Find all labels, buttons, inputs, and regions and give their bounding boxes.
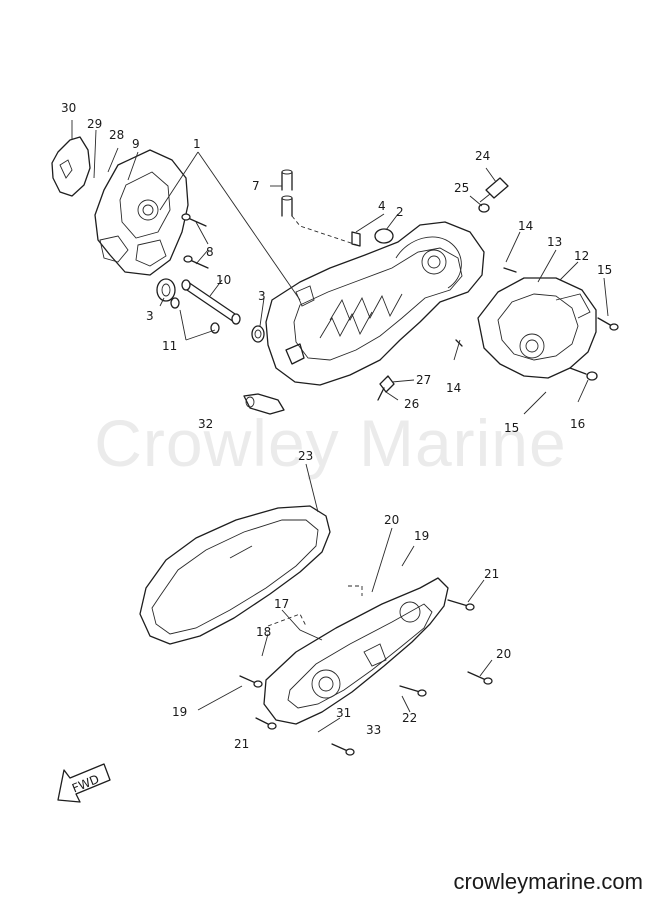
seal-3-center	[251, 325, 265, 343]
callout-16: 16	[570, 417, 585, 431]
callout-7: 7	[252, 179, 260, 193]
callout-32: 32	[198, 417, 213, 431]
callout-26: 26	[404, 397, 419, 411]
callout-14-top: 14	[518, 219, 533, 233]
callout-14-bottom: 14	[446, 381, 461, 395]
shaft-10	[181, 279, 241, 325]
bolt-26-27	[377, 375, 395, 401]
callout-22: 22	[402, 711, 417, 725]
callout-19-bottom: 19	[172, 705, 187, 719]
callout-8: 8	[206, 245, 214, 259]
callout-13: 13	[547, 235, 562, 249]
callout-9: 9	[132, 137, 140, 151]
gasket-23	[139, 505, 331, 645]
right-crankcase-cover	[477, 277, 597, 379]
callout-30: 30	[61, 101, 76, 115]
fwd-arrow-icon	[57, 763, 111, 803]
left-crankcase-half	[94, 149, 189, 276]
callout-29: 29	[87, 117, 102, 131]
callout-18: 18	[256, 625, 271, 639]
plug-4	[351, 231, 361, 247]
callout-33: 33	[366, 723, 381, 737]
left-cover-plate	[51, 136, 91, 197]
dowel-pins-7	[281, 169, 361, 247]
callout-11: 11	[162, 339, 177, 353]
cover-bolts	[239, 585, 493, 756]
callout-23: 23	[298, 449, 313, 463]
main-crankcase-1	[265, 221, 485, 386]
callout-21-bottom: 21	[234, 737, 249, 751]
callout-10: 10	[216, 273, 231, 287]
cap-2	[374, 228, 394, 244]
callout-3-left: 3	[146, 309, 154, 323]
watermark: Crowley Marine	[94, 406, 567, 480]
callout-25: 25	[454, 181, 469, 195]
cvt-cover	[263, 577, 449, 725]
callout-19-top: 19	[414, 529, 429, 543]
bracket-32	[243, 393, 285, 415]
drain-bolt-24	[479, 177, 509, 203]
callout-28: 28	[109, 128, 124, 142]
callout-20-bottom: 20	[496, 647, 511, 661]
callout-27: 27	[416, 373, 431, 387]
callout-1: 1	[193, 137, 201, 151]
callout-31: 31	[336, 706, 351, 720]
callout-2: 2	[396, 205, 404, 219]
seal-3-left	[156, 278, 176, 302]
callout-15-top: 15	[597, 263, 612, 277]
bolts-15-16	[455, 267, 619, 381]
callout-3-center: 3	[258, 289, 266, 303]
callout-17: 17	[274, 597, 289, 611]
pins-11	[170, 297, 220, 334]
callout-21: 21	[484, 567, 499, 581]
callout-20-top: 20	[384, 513, 399, 527]
bolt-set-8	[181, 213, 209, 269]
site-url[interactable]: crowleymarine.com	[453, 869, 644, 894]
callout-24: 24	[475, 149, 490, 163]
callout-numbers: 30 29 28 9 1 7 24 25 4 2 14 13 12 15 8 1…	[61, 101, 612, 751]
callout-4: 4	[378, 199, 386, 213]
callout-12: 12	[574, 249, 589, 263]
callout-15-bottom: 15	[504, 421, 519, 435]
leader-lines	[71, 120, 609, 733]
